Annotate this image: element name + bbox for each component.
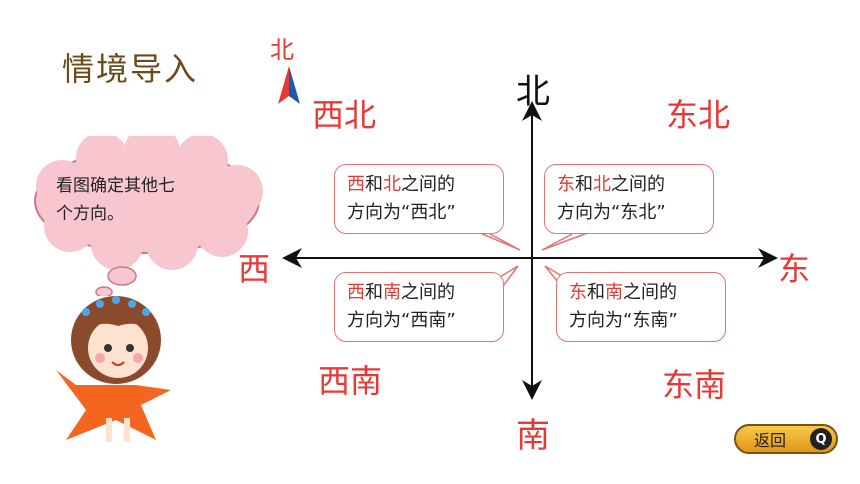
quadrant-label-southeast: 东南 (662, 366, 727, 404)
bubble-se-dir-a: 东 (569, 282, 587, 303)
return-button[interactable]: 返回 Q (734, 424, 838, 454)
thought-cloud-icon (34, 136, 263, 296)
thought-text: 看图确定其他七 个方向。 (56, 172, 246, 228)
axis-label-east: 东 (778, 250, 811, 288)
bubble-nw-dir-a: 西 (347, 174, 365, 195)
bubble-nw-line2: 方向为“西北” (347, 202, 456, 223)
bubble-se-dir-b: 南 (605, 282, 623, 303)
quadrant-label-northwest: 西北 (312, 96, 377, 134)
bubble-se-tail: 之间的 (623, 282, 677, 303)
bubble-sw-mid: 和 (365, 282, 383, 303)
quadrant-label-northeast: 东北 (666, 96, 731, 134)
bubble-ne-mid: 和 (575, 174, 593, 195)
bubble-ne-tail: 之间的 (611, 174, 665, 195)
bubble-nw-tail: 之间的 (401, 174, 455, 195)
compass-north-label: 北 (270, 36, 294, 64)
axis-label-north: 北 (516, 72, 550, 112)
quadrant-label-southwest: 西南 (318, 362, 383, 400)
bubble-ne-dir-b: 北 (593, 174, 611, 195)
bubble-se-mid: 和 (587, 282, 605, 303)
thought-line-1: 看图确定其他七 (56, 176, 175, 196)
axis-label-west: 西 (238, 250, 271, 288)
bubble-nw-dir-b: 北 (383, 174, 401, 195)
bubble-se-line2: 方向为“东南” (569, 310, 678, 331)
bubble-nw-mid: 和 (365, 174, 383, 195)
bubble-northwest: 西和北之间的 方向为“西北” (334, 164, 504, 234)
thought-line-2: 个方向。 (56, 204, 124, 224)
bubble-sw-dir-a: 西 (347, 282, 365, 303)
axis-label-south: 南 (516, 416, 550, 456)
return-button-label: 返回 (754, 431, 787, 450)
bubble-sw-line2: 方向为“西南” (347, 310, 456, 331)
bubble-ne-dir-a: 东 (557, 174, 575, 195)
bubble-sw-tail: 之间的 (401, 282, 455, 303)
bubble-southeast: 东和南之间的 方向为“东南” (556, 272, 726, 342)
return-icon: Q (810, 428, 832, 450)
bubble-northeast: 东和北之间的 方向为“东北” (544, 164, 714, 234)
compass-arrow-icon (278, 66, 300, 104)
bubble-southwest: 西和南之间的 方向为“西南” (334, 272, 504, 342)
page-title: 情境导入 (62, 50, 199, 88)
bubble-sw-dir-b: 南 (383, 282, 401, 303)
bubble-ne-line2: 方向为“东北” (557, 202, 666, 223)
cartoon-girl-illustration (56, 296, 171, 442)
